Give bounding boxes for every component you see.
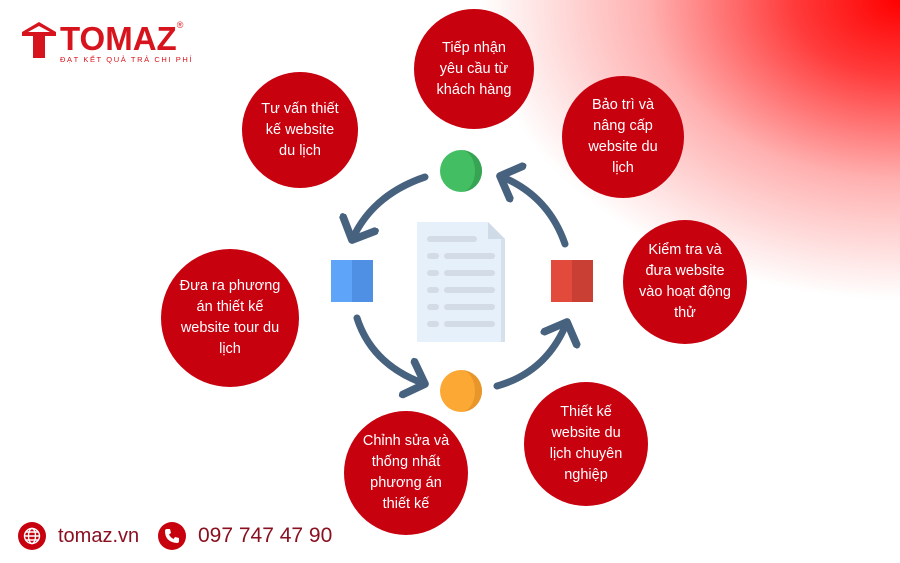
step-revise-plan: Chỉnh sửa và thống nhất phương án thiết … bbox=[344, 411, 468, 535]
step-maintenance: Bảo trì và nâng cấp website du lịch bbox=[562, 76, 684, 198]
step-testing: Kiểm tra và đưa website vào hoạt động th… bbox=[623, 220, 747, 344]
arrow-top-left bbox=[352, 173, 429, 240]
phone-icon bbox=[158, 522, 186, 550]
brand-slogan: ĐẠT KẾT QUẢ TRẢ CHI PHÍ bbox=[60, 55, 194, 64]
website-contact[interactable]: tomaz.vn bbox=[18, 522, 139, 550]
step-consulting: Tư vấn thiết kế website du lịch bbox=[242, 72, 358, 188]
red-square-node bbox=[551, 260, 593, 302]
document-icon bbox=[417, 222, 505, 342]
website-link[interactable]: tomaz.vn bbox=[58, 524, 140, 547]
arrow-top-right bbox=[500, 176, 569, 248]
brand-logo: TOMAZ ® bbox=[22, 20, 184, 58]
step-receive-request: Tiếp nhận yêu cầu từ khách hàng bbox=[414, 9, 534, 129]
arrow-bottom-right bbox=[493, 322, 567, 390]
registered-mark: ® bbox=[176, 20, 184, 30]
green-circle-node bbox=[440, 150, 482, 192]
step-propose-plan: Đưa ra phương án thiết kế website tour d… bbox=[161, 249, 299, 387]
globe-icon bbox=[18, 522, 46, 550]
phone-contact[interactable]: 097 747 47 90 bbox=[158, 522, 332, 550]
arrow-bottom-left bbox=[353, 314, 425, 384]
logo-mark-icon bbox=[22, 22, 56, 58]
orange-circle-node bbox=[440, 370, 482, 412]
brand-name: TOMAZ bbox=[60, 20, 177, 57]
phone-number[interactable]: 097 747 47 90 bbox=[198, 524, 333, 547]
step-design: Thiết kế website du lịch chuyên nghiệp bbox=[524, 382, 648, 506]
blue-square-node bbox=[331, 260, 373, 302]
